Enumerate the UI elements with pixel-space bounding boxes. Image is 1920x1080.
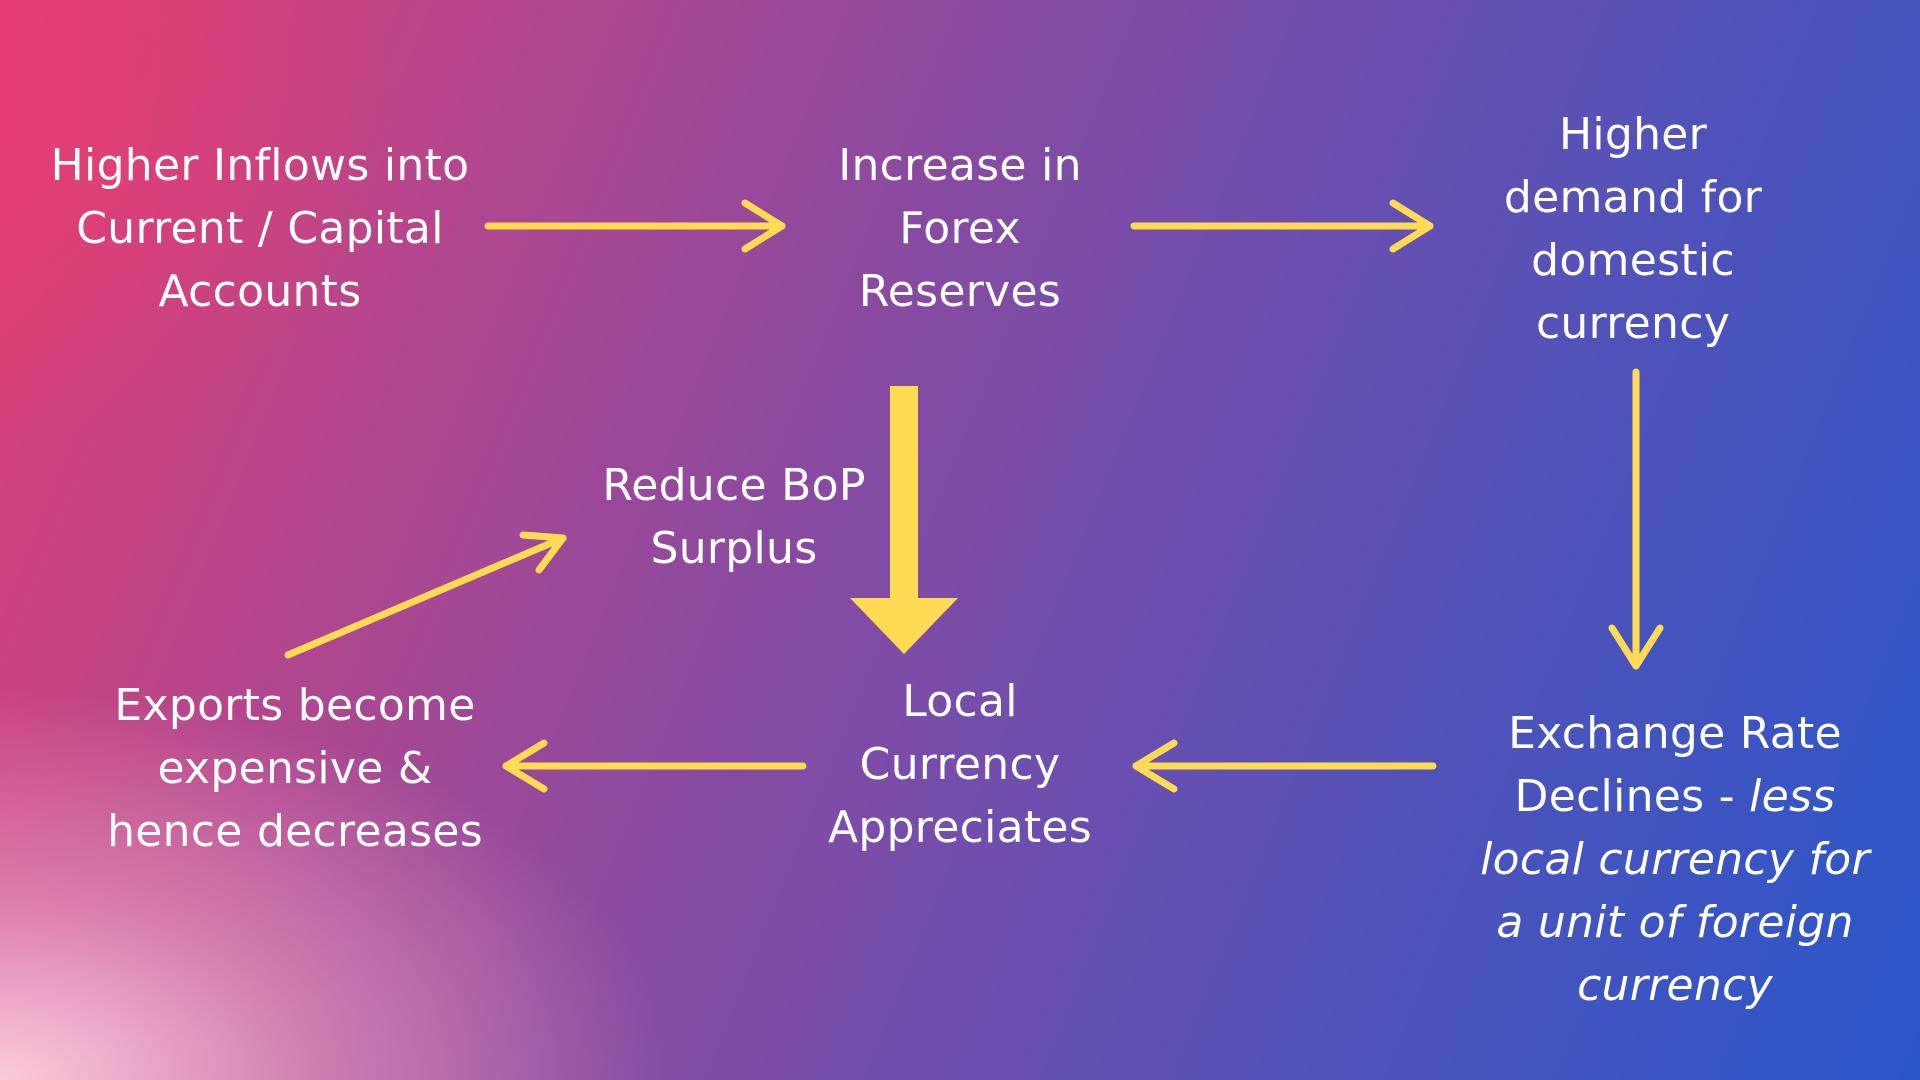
node-higher-demand: Higher demand for domestic currency — [1503, 109, 1763, 349]
block-arrow-forex-to-local-currency — [850, 386, 958, 654]
arrow-local-currency-to-exports — [502, 739, 807, 793]
arrow-exchange-rate-to-local-currency — [1132, 739, 1437, 793]
arrow-forex-to-demand — [1130, 199, 1434, 253]
arrow-exports-to-reduce-bop — [284, 531, 567, 659]
arrow-demand-to-exchange-rate — [1608, 368, 1664, 670]
node-local-currency: Local Currency Appreciates — [827, 676, 1093, 853]
node-exports: Exports become expensive & hence decreas… — [107, 680, 483, 857]
node-reduce-bop: Reduce BoP Surplus — [602, 460, 866, 574]
node-exchange-rate: Exchange Rate Declines - less local curr… — [1480, 708, 1870, 1011]
node-increase-forex: Increase in Forex Reserves — [838, 140, 1082, 317]
node-higher-inflows: Higher Inflows into Current / Capital Ac… — [50, 140, 470, 317]
arrow-inflows-to-forex — [484, 199, 786, 253]
